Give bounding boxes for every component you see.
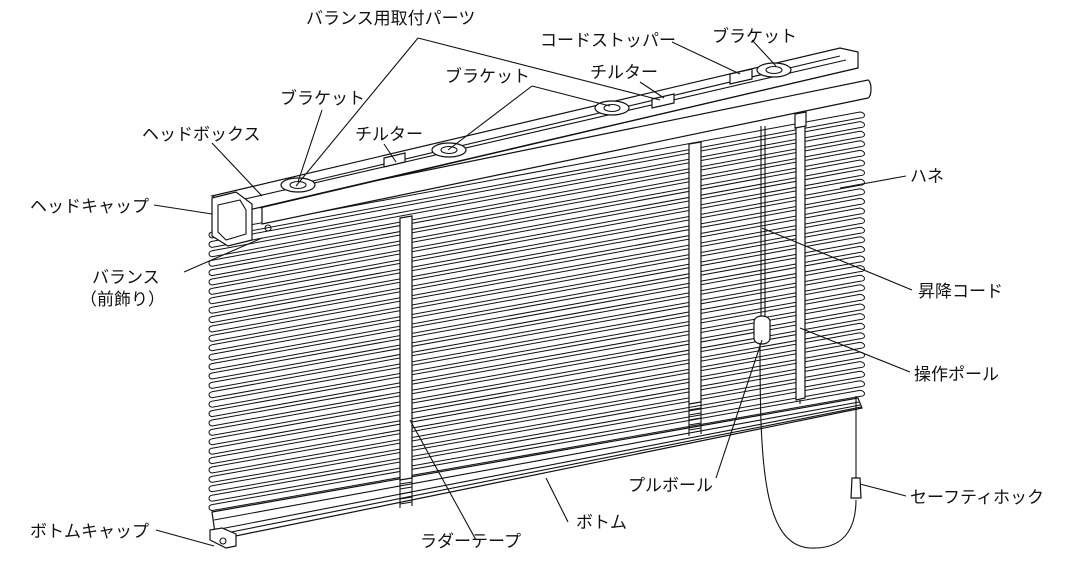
cord-stopper [729,68,753,85]
leader-lines [153,37,913,547]
head-cap [211,191,272,247]
label-balance-mount-parts: バランス用取付パーツ [306,9,475,29]
valance [261,79,872,225]
operation-pole [794,111,807,404]
ladder-tape-right [688,141,702,436]
label-head-cap: ヘッドキャップ [30,197,149,217]
safety-hook [850,477,862,499]
tilter-top [651,93,675,109]
label-bottom-cap: ボトムキャップ [30,522,149,542]
label-slat: ハネ [910,167,944,187]
bracket-mid-left [431,142,467,158]
label-valance-line1: バランス [92,268,160,288]
pull-ball [753,315,771,345]
label-operation-pole: 操作ポール [914,365,999,385]
label-ladder-tape: ラダーテープ [420,532,521,552]
label-valance-line2: （前飾り） [80,290,165,310]
labels: バランス用取付パーツ コードストッパー ブラケット チルター ブラケット ブラケ… [30,9,1044,552]
label-bracket-mid: ブラケット [445,66,530,87]
label-tilter-left: チルター [355,125,423,145]
lift-cord [759,126,857,549]
label-lift-cord: 昇降コード [918,282,1003,302]
ladder-tape-left [399,215,413,508]
bracket-right [756,62,792,78]
label-bottom: ボトム [576,513,627,533]
label-pull-ball: プルボール [628,476,713,496]
label-cord-stopper: コードストッパー [540,31,676,51]
label-safety-hook: セーフティホック [910,488,1044,508]
label-bracket-top-right: ブラケット [712,26,797,47]
label-bracket-left: ブラケット [280,88,365,109]
label-head-box: ヘッドボックス [142,125,261,145]
bracket-left [280,177,316,193]
label-tilter-top: チルター [590,63,658,83]
bottom-cap [209,527,237,549]
